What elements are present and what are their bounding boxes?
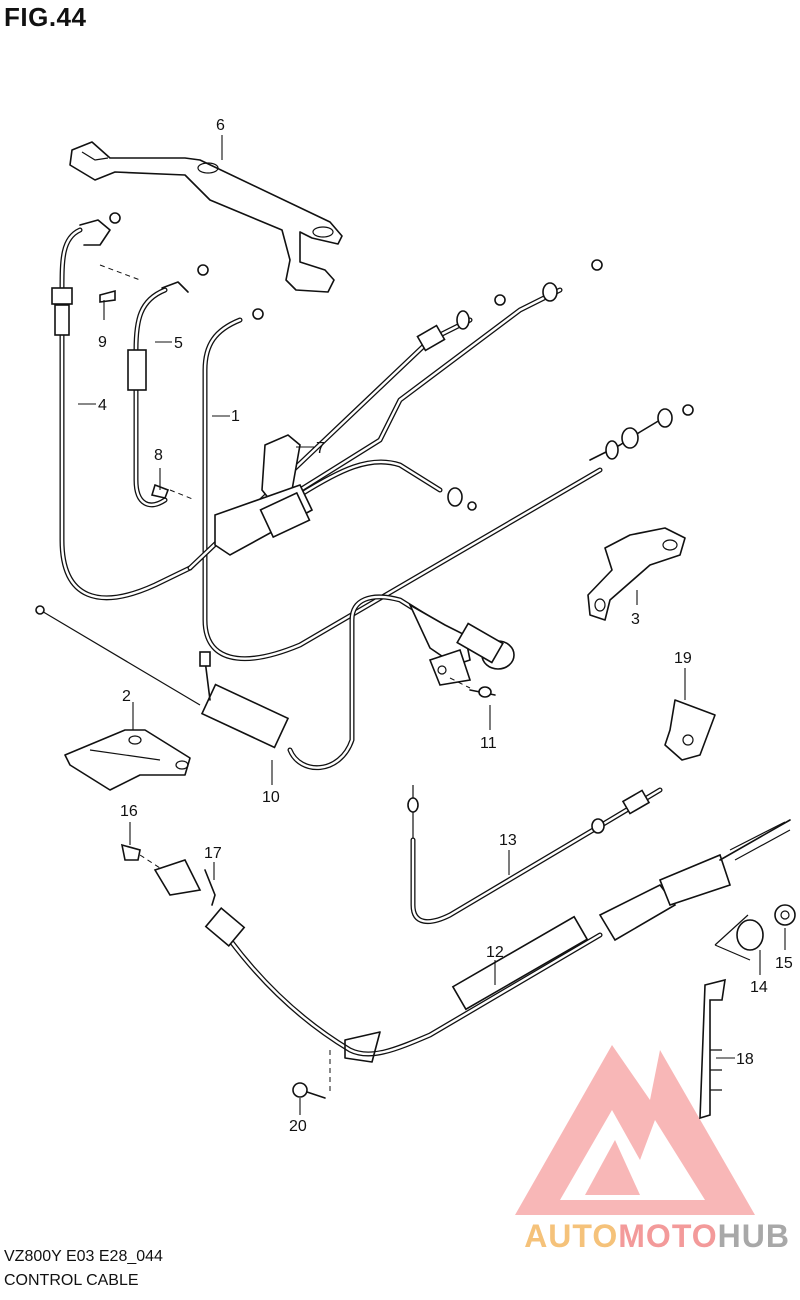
cable-part-1: [202, 308, 694, 662]
diagram-code: VZ800Y E03 E28_044: [4, 1248, 163, 1265]
brand-hub: HUB: [717, 1218, 790, 1254]
bracket-part-19: [664, 699, 716, 761]
small-parts: [99, 289, 796, 1120]
cable-part-5: [127, 264, 209, 508]
screw-part-8: [150, 483, 170, 499]
junction-clamp: [214, 434, 314, 556]
callout-17: 17: [204, 845, 222, 862]
callout-10: 10: [262, 789, 280, 806]
callout-18: 18: [736, 1051, 754, 1068]
callout-labels: 1 2 3 4 5 6 7 8 9 10 11 12 13 14 15 16 1…: [98, 117, 793, 1135]
callout-20: 20: [289, 1118, 307, 1135]
callout-13: 13: [499, 832, 517, 849]
callout-11: 11: [480, 735, 497, 752]
nut-part-15: [774, 904, 796, 926]
callout-1: 1: [231, 408, 240, 425]
diagram-name: CONTROL CABLE: [4, 1272, 139, 1289]
brand-moto: MOTO: [618, 1218, 718, 1254]
figure-title: FIG.44: [4, 2, 87, 32]
callout-6: 6: [216, 117, 225, 134]
callout-15: 15: [775, 955, 793, 972]
brand-auto: AUTO: [524, 1218, 619, 1254]
callout-19: 19: [674, 650, 692, 667]
screw-part-9: [99, 289, 116, 303]
callout-9: 9: [98, 334, 107, 351]
callout-3: 3: [631, 611, 640, 628]
callout-7: 7: [316, 440, 325, 457]
watermark-brand: AUTOMOTOHUB: [524, 1218, 790, 1255]
callout-14: 14: [750, 979, 768, 996]
cable-part-13: [407, 785, 663, 925]
choke-knob-part-11: [408, 603, 515, 698]
screw-part-16: [120, 843, 141, 861]
cable-part-10: [35, 594, 443, 771]
bolt-part-20: [292, 1082, 308, 1098]
tie-part-18: [699, 978, 726, 1120]
boot-part-14: [736, 919, 764, 951]
callout-8: 8: [154, 447, 163, 464]
guide-lines: [99, 264, 471, 1095]
callout-16: 16: [120, 803, 138, 820]
bracket-part-6: [69, 141, 343, 293]
callout-4: 4: [98, 397, 107, 414]
callout-12: 12: [486, 944, 504, 961]
cable-part-4: [51, 212, 193, 601]
bracket-part-3: [587, 527, 686, 621]
leader-lines: [78, 135, 786, 1115]
watermark-logo-icon: [515, 1045, 755, 1215]
callout-5: 5: [174, 335, 183, 352]
callout-2: 2: [122, 688, 131, 705]
clip-part-17: [204, 869, 216, 906]
plate-part-2: [64, 729, 191, 791]
cable-part-12: [153, 819, 791, 1063]
